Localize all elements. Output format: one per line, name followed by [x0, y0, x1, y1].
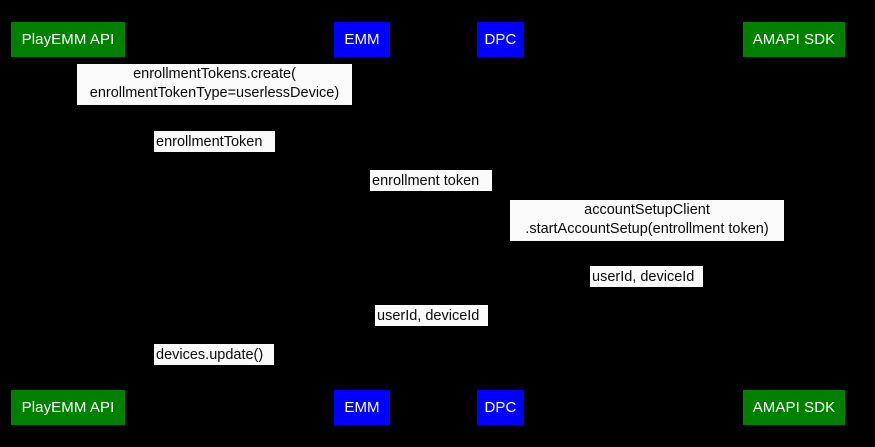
lifeline-amapi-sdk — [794, 57, 795, 390]
participant-label: PlayEMM API — [21, 399, 115, 416]
msg-start-account-setup: accountSetupClient .startAccountSetup(ent… — [510, 200, 784, 241]
msg-enrollment-token-to-dpc: enrollment token — [370, 170, 492, 191]
message-line: userId, deviceId — [377, 308, 480, 324]
participant-footer-amapi-sdk[interactable]: AMAPI SDK — [743, 390, 845, 425]
participant-label: AMAPI SDK — [752, 399, 836, 416]
msg-devices-update: devices.update() — [154, 344, 274, 365]
arrow-msg-enrollment-token-to-dpc — [362, 194, 501, 195]
participant-header-dpc[interactable]: DPC — [477, 22, 524, 57]
msg-userid-deviceid-to-dpc: userId, deviceId — [590, 266, 703, 287]
participant-label: AMAPI SDK — [752, 31, 836, 48]
arrow-msg-userid-deviceid-to-dpc — [500, 290, 794, 291]
participant-label: PlayEMM API — [21, 31, 115, 48]
participant-label: EMM — [344, 399, 380, 416]
message-line: devices.update() — [156, 347, 264, 363]
message-line: .startAccountSetup(entrollment token) — [525, 221, 769, 237]
participant-footer-dpc[interactable]: DPC — [477, 390, 524, 425]
participant-footer-emm[interactable]: EMM — [334, 390, 390, 425]
participant-header-emm[interactable]: EMM — [334, 22, 390, 57]
arrow-msg-enrollment-token-response — [68, 155, 362, 156]
message-line: enrollment token — [372, 173, 480, 189]
message-line: enrollmentTokenType=userlessDevice) — [89, 85, 340, 101]
participant-header-playemm-api[interactable]: PlayEMM API — [11, 22, 125, 57]
lifeline-emm — [362, 57, 363, 390]
message-line: enrollmentToken — [156, 134, 263, 150]
arrow-msg-enrollment-tokens-create — [68, 108, 362, 109]
message-line: userId, deviceId — [592, 269, 695, 285]
participant-label: DPC — [484, 31, 517, 48]
participant-label: DPC — [484, 399, 517, 416]
msg-userid-deviceid-to-emm: userId, deviceId — [375, 305, 488, 326]
participant-footer-playemm-api[interactable]: PlayEMM API — [11, 390, 125, 425]
lifeline-playemm-api — [68, 57, 69, 390]
arrow-msg-userid-deviceid-to-emm — [362, 329, 501, 330]
participant-label: EMM — [344, 31, 380, 48]
msg-enrollment-token-response: enrollmentToken — [154, 131, 275, 152]
arrow-msg-start-account-setup — [500, 244, 794, 245]
arrow-msg-devices-update — [68, 368, 362, 369]
message-line: accountSetupClient — [584, 202, 710, 218]
lifeline-dpc — [501, 57, 502, 390]
message-line: enrollmentTokens.create( — [133, 66, 296, 82]
participant-header-amapi-sdk[interactable]: AMAPI SDK — [743, 22, 845, 57]
msg-enrollment-tokens-create: enrollmentTokens.create( enrollmentTokenT… — [77, 64, 352, 105]
